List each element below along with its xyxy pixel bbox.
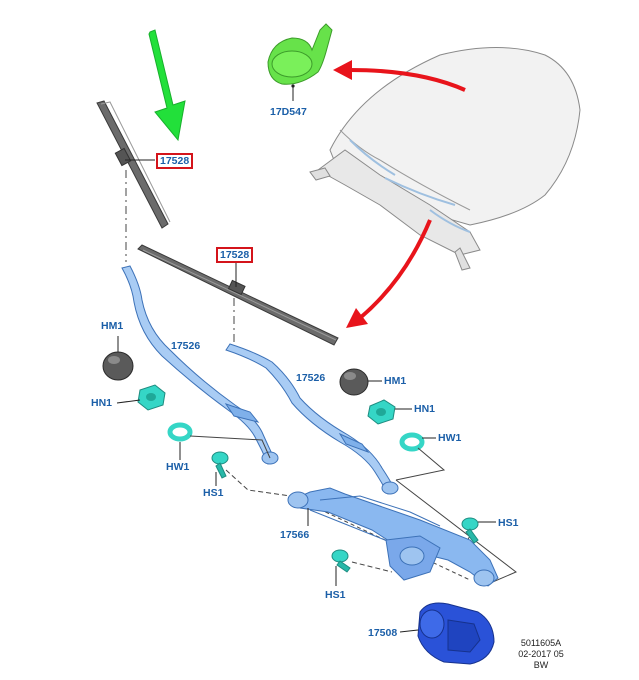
wiper-blade-lower <box>137 244 339 348</box>
part-label-hw1-right: HW1 <box>438 432 462 444</box>
part-label-17528-lower: 17528 <box>216 247 254 263</box>
part-label-17566: 17566 <box>280 529 310 541</box>
part-label-17526-left: 17526 <box>171 340 201 352</box>
part-label-hm1-right: HM1 <box>384 375 407 387</box>
wiper-motor <box>399 602 495 665</box>
washer-reservoir-cap <box>267 23 333 101</box>
red-arrow-to-wiper-arm <box>346 219 432 328</box>
cap-hm1-right <box>339 368 382 396</box>
reference-date: 02-2017 05 <box>518 649 564 659</box>
wiper-arm-left <box>121 265 279 465</box>
washer-hw1-right <box>399 432 436 452</box>
part-label-17528-upper: 17528 <box>156 153 194 169</box>
cap-hm1-left <box>102 336 134 381</box>
part-label-hs1-right: HS1 <box>498 517 519 529</box>
bolt-hs1-right <box>461 517 496 544</box>
part-label-hw1-left: HW1 <box>166 461 190 473</box>
wiper-arm-right <box>225 343 399 495</box>
part-label-hn1-left: HN1 <box>91 397 113 409</box>
part-label-hs1-left: HS1 <box>203 487 224 499</box>
reference-author: BW <box>533 660 549 670</box>
red-arrow-to-reservoir <box>333 60 466 92</box>
vehicle-hood-illustration <box>309 47 581 271</box>
part-label-17526-right: 17526 <box>296 372 326 384</box>
nut-hn1-right <box>367 399 412 425</box>
part-label-17508: 17508 <box>368 627 398 639</box>
bolt-hs1-bottom <box>331 549 351 586</box>
reference-code: 5011605A <box>520 638 562 648</box>
part-label-hn1-right: HN1 <box>414 403 436 415</box>
part-label-hm1-left: HM1 <box>101 320 124 332</box>
nut-hn1-left <box>116 384 166 411</box>
washer-hw1-left <box>167 422 193 460</box>
wiper-blade-upper <box>96 100 171 262</box>
reference-block: 5011605A 02-2017 05 BW <box>514 638 568 671</box>
wiper-linkage <box>287 487 499 587</box>
part-label-hs1-bottom: HS1 <box>325 589 346 601</box>
part-label-17d547: 17D547 <box>270 106 307 118</box>
bolt-hs1-left <box>211 451 229 486</box>
green-arrow-to-blade <box>148 29 186 142</box>
